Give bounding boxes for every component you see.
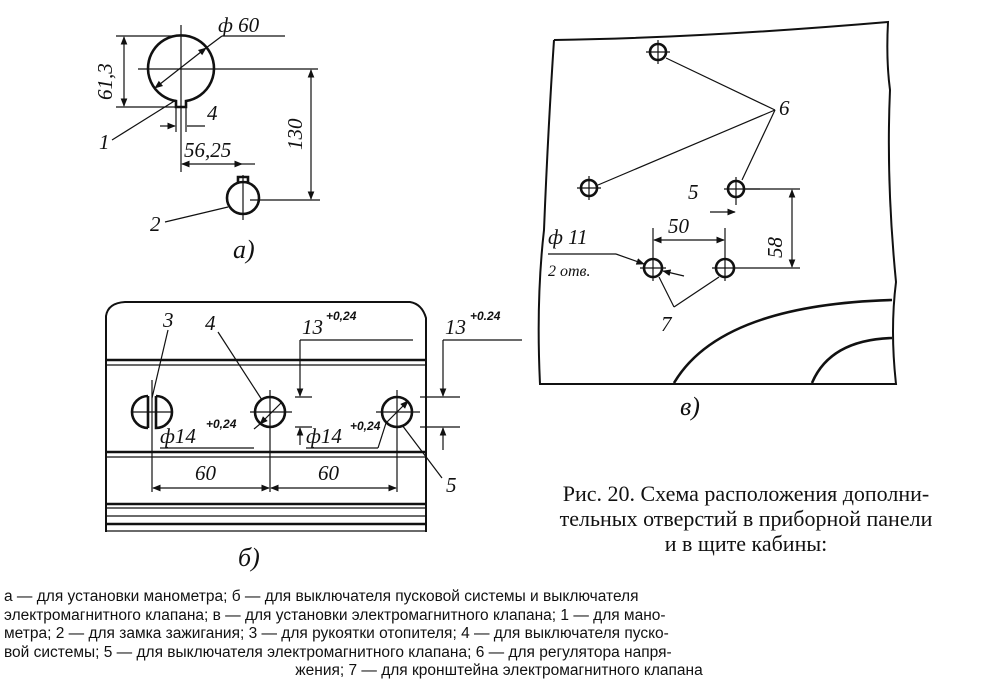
panel-outline [105, 301, 427, 532]
label-7: 7 [661, 312, 673, 336]
caption-line5: жения; 7 — для кронштейна электромагнитн… [295, 662, 703, 679]
label-2: 2 [150, 212, 161, 236]
label-phi14a-sup: +0,24 [206, 417, 237, 431]
figure-v: 6 7 5 58 50 ф 11 2 отв. в) [537, 20, 898, 421]
caption-line2: электромагнитного клапана; в — для устан… [4, 606, 666, 624]
regulator-hole-top [646, 40, 670, 64]
label-56-25: 56,25 [184, 138, 231, 162]
bracket-hole-right [712, 228, 800, 281]
regulator-hole-left [577, 176, 601, 200]
label-6: 6 [779, 96, 790, 120]
cabin-shield-outline [537, 20, 898, 385]
caption-line1: а — для установки манометра; б — для вык… [4, 588, 639, 605]
label-13a: 13 [302, 315, 323, 339]
label-phi60: ф 60 [218, 13, 260, 37]
figure-b: 13 +0,24 13 +0.24 ф14 +0,24 ф14 +0,24 60… [105, 301, 522, 572]
label-phi11: ф 11 [548, 225, 588, 249]
label-13b: 13 [445, 315, 466, 339]
caption-line4: вой системы; 5 — для выключателя электро… [4, 643, 672, 661]
figure-title-line2: тельных отверстий в приборной панели [559, 506, 933, 531]
figure-title-line3: и в щите кабины: [664, 531, 828, 556]
label-60b: 60 [318, 461, 340, 485]
label-13a-sup: +0,24 [326, 309, 357, 323]
sublabel-a: а) [233, 235, 255, 264]
figure-a: ф 60 61,3 130 4 56,25 1 2 а) [93, 13, 320, 264]
label-130: 130 [283, 118, 307, 150]
figure-caption: а — для установки манометра; б — для вык… [4, 588, 994, 681]
label-5b: 5 [446, 473, 457, 497]
label-phi14a: ф14 [160, 424, 196, 448]
caption-line3: метра; 2 — для замка зажигания; 3 — для … [4, 625, 669, 642]
label-4: 4 [207, 101, 218, 125]
label-3: 3 [162, 308, 174, 332]
figure-title: Рис. 20. Схема расположения дополни- тел… [498, 481, 994, 556]
label-13b-sup: +0.24 [470, 309, 501, 323]
regulator-hole-right [724, 177, 760, 205]
label-61-3: 61,3 [93, 63, 117, 100]
label-phi14b-sup: +0,24 [350, 419, 381, 433]
label-phi14b: ф14 [306, 424, 342, 448]
bracket-hole-left [640, 228, 666, 281]
label-58: 58 [763, 237, 787, 259]
label-2otv: 2 отв. [548, 263, 591, 280]
sublabel-v: в) [680, 392, 700, 421]
label-60a: 60 [195, 461, 217, 485]
label-4b: 4 [205, 311, 216, 335]
label-1: 1 [99, 130, 110, 154]
label-50: 50 [668, 214, 690, 238]
figure-title-line1: Рис. 20. Схема расположения дополни- [562, 481, 930, 506]
sublabel-b: б) [238, 543, 260, 572]
label-5v: 5 [688, 180, 699, 204]
